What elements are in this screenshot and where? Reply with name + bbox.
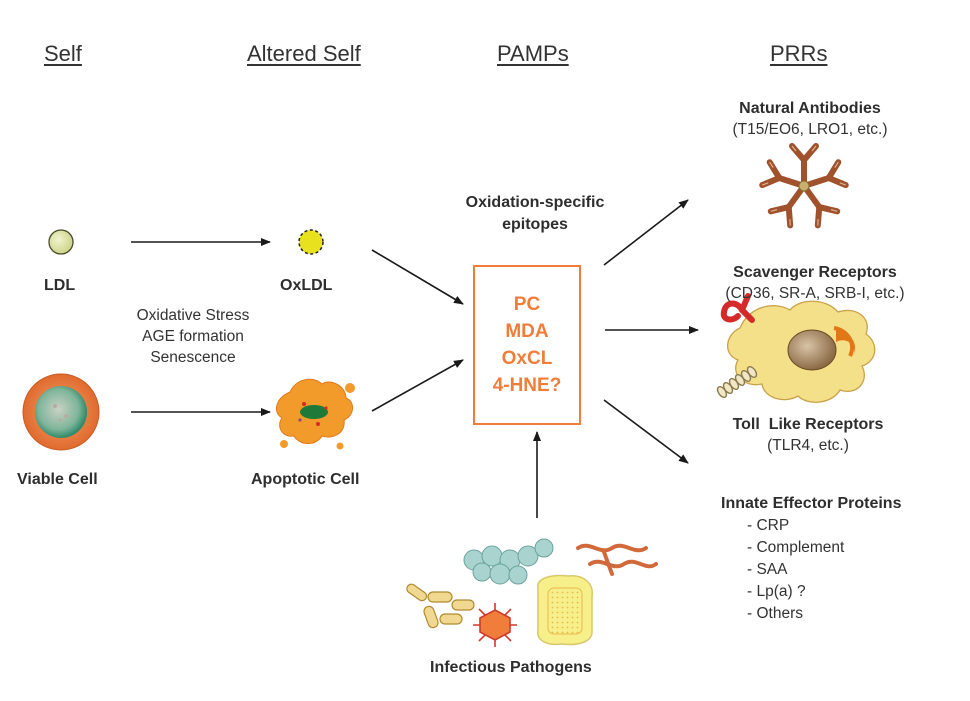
viable-cell-icon xyxy=(22,373,100,451)
header-prrs: PRRs xyxy=(770,41,828,66)
header-pamps: PAMPs xyxy=(497,41,569,66)
arrow-to-antibodies xyxy=(603,199,689,266)
effector-item: - Others xyxy=(747,605,803,622)
viable-cell-label: Viable Cell xyxy=(17,471,98,488)
oxldl-label: OxLDL xyxy=(280,277,333,294)
effector-item: - Lp(a) ? xyxy=(747,583,806,600)
ldl-label: LDL xyxy=(44,277,76,294)
header-self: Self xyxy=(44,41,82,66)
macrophage-icon xyxy=(716,293,876,403)
process-oxidative-stress: Oxidative Stress xyxy=(136,307,250,324)
pathogens-icon xyxy=(406,538,658,647)
epitope-oxcl: OxCL xyxy=(501,348,553,369)
arrow-to-effectors xyxy=(603,399,689,464)
toll-like-receptors-title: Toll Like Receptors xyxy=(732,416,884,433)
arrow-apoptotic-to-epitopes xyxy=(371,359,464,412)
epitope-mda: MDA xyxy=(505,321,549,342)
epitopes-title-line2: epitopes xyxy=(502,216,568,233)
arrow-oxldl-to-epitopes xyxy=(371,249,464,305)
apoptotic-cell-icon xyxy=(275,378,355,450)
header-altered-self: Altered Self xyxy=(247,41,361,66)
innate-effector-proteins-title: Innate Effector Proteins xyxy=(721,495,902,512)
innate-effector-proteins-list: - CRP - Complement - SAA - Lp(a) ? - Oth… xyxy=(747,515,901,625)
ldl-particle-icon xyxy=(48,229,74,255)
scavenger-receptors-examples: (CD36, SR-A, SRB-I, etc.) xyxy=(725,285,905,302)
process-labels: Oxidative Stress AGE formation Senescenc… xyxy=(113,305,273,368)
epitope-4hne: 4-HNE? xyxy=(492,375,562,396)
natural-antibodies-examples: (T15/EO6, LRO1, etc.) xyxy=(732,121,888,138)
epitopes-title-line1: Oxidation-specific xyxy=(465,194,605,211)
antibody-icon xyxy=(759,143,849,229)
scavenger-receptors-block: Scavenger Receptors (CD36, SR-A, SRB-I, … xyxy=(690,262,940,304)
effector-item: - CRP xyxy=(747,517,790,534)
scavenger-receptors-title: Scavenger Receptors xyxy=(733,264,897,281)
apoptotic-cell-label: Apoptotic Cell xyxy=(251,471,360,488)
toll-like-receptors-examples: (TLR4, etc.) xyxy=(767,437,849,454)
effector-item: - SAA xyxy=(747,561,788,578)
natural-antibodies-block: Natural Antibodies (T15/EO6, LRO1, etc.) xyxy=(700,98,920,140)
toll-like-receptors-block: Toll Like Receptors (TLR4, etc.) xyxy=(708,414,908,456)
natural-antibodies-title: Natural Antibodies xyxy=(739,100,881,117)
epitope-box: PC MDA OxCL 4-HNE? xyxy=(473,265,581,425)
epitope-pc: PC xyxy=(513,294,541,315)
oxldl-particle-icon xyxy=(298,229,324,255)
pathogens-label: Infectious Pathogens xyxy=(430,659,592,676)
innate-effector-proteins-block: Innate Effector Proteins - CRP - Complem… xyxy=(721,493,901,625)
process-senescence: Senescence xyxy=(150,349,236,366)
epitopes-title: Oxidation-specific epitopes xyxy=(440,192,630,236)
effector-item: - Complement xyxy=(747,539,845,556)
process-age-formation: AGE formation xyxy=(142,328,244,345)
